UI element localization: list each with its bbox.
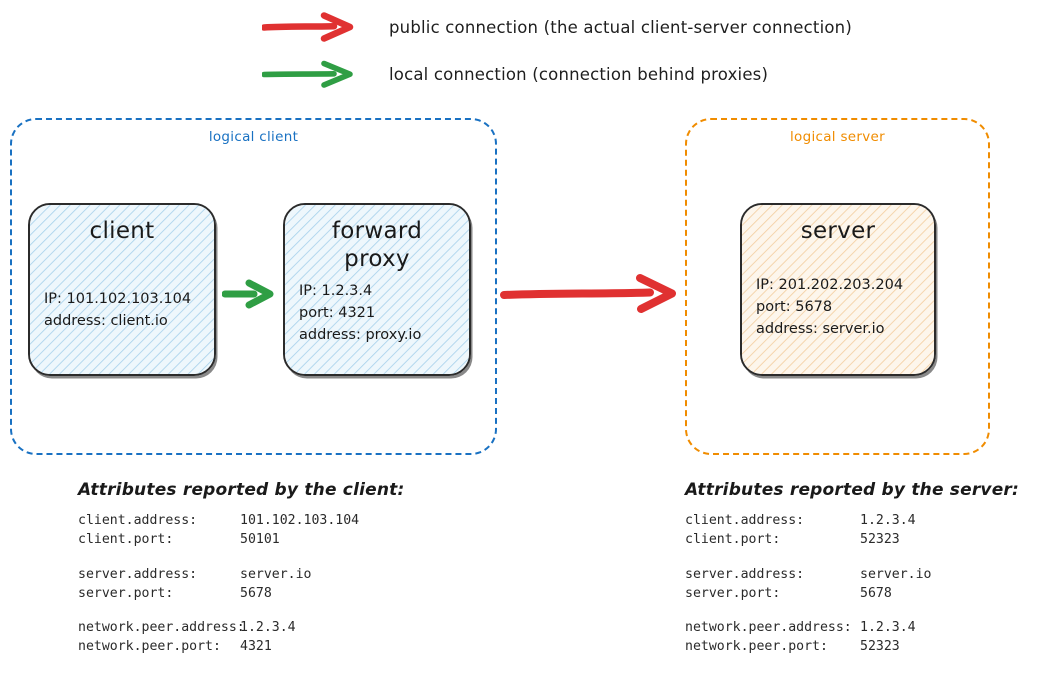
table-row: server.address: server.io <box>78 565 404 584</box>
table-row: client.port: 52323 <box>685 530 1019 549</box>
node-client-address: address: client.io <box>44 312 168 329</box>
attr-value: 1.2.3.4 <box>240 620 296 636</box>
node-server-title: server <box>800 218 876 244</box>
table-row: client.address: 1.2.3.4 <box>685 511 1019 530</box>
node-client-title: client <box>89 218 155 244</box>
red-arrow-icon <box>262 12 354 42</box>
row-spacer <box>78 603 404 618</box>
attr-value: 50101 <box>240 532 280 548</box>
server-hatch-fill <box>742 205 934 374</box>
attr-key: server.address: <box>78 566 198 582</box>
legend-label-public-connection: public connection (the actual client-ser… <box>389 17 852 37</box>
table-row: client.port: 50101 <box>78 530 404 549</box>
server-attributes-rows: client.address: 1.2.3.4 client.port: 523… <box>685 511 1019 657</box>
attr-value: 4321 <box>240 639 272 655</box>
node-client-properties: IP: 101.102.103.104 address: client.io <box>44 288 200 364</box>
node-forward-proxy-title-line1: forward <box>331 218 423 244</box>
node-server[interactable]: server IP: 201.202.203.204 port: 5678 ad… <box>740 203 936 376</box>
proxy-hatch-fill <box>285 205 469 374</box>
table-row: network.peer.port: 4321 <box>78 637 404 656</box>
table-row: server.port: 5678 <box>78 584 404 603</box>
attr-key: client.address: <box>685 513 805 528</box>
table-row: network.peer.port: 52323 <box>685 637 1019 656</box>
table-row: client.address: 101.102.103.104 <box>78 511 404 530</box>
logical-server-group: logical server <box>685 118 990 455</box>
attr-key: server.port: <box>78 585 174 601</box>
node-server-ip: IP: 201.202.203.204 <box>756 276 904 293</box>
legend-item-public-connection: public connection (the actual client-ser… <box>262 12 852 42</box>
node-forward-proxy-ip: IP: 1.2.3.4 <box>299 282 373 299</box>
logical-client-label: logical client <box>208 129 299 145</box>
node-forward-proxy-address: address: proxy.io <box>299 326 422 343</box>
attr-key: network.peer.port: <box>685 639 828 655</box>
server-attributes-block: Attributes reported by the server: clien… <box>685 480 1019 657</box>
attr-value: 5678 <box>860 585 892 601</box>
legend-item-local-connection: local connection (connection behind prox… <box>262 59 768 89</box>
green-arrow-icon <box>262 60 353 88</box>
green-arrow-icon-local-connection <box>222 279 274 309</box>
node-server-properties: IP: 201.202.203.204 port: 5678 address: … <box>756 274 920 364</box>
attr-key: network.peer.port: <box>78 639 221 655</box>
row-spacer <box>685 550 1019 565</box>
node-forward-proxy[interactable]: forward proxy IP: 1.2.3.4 port: 4321 add… <box>283 203 471 376</box>
row-spacer <box>78 550 404 565</box>
attr-key: network.peer.address: <box>685 620 852 636</box>
client-attributes-heading: Attributes reported by the client: <box>78 480 405 500</box>
legend-label-local-connection: local connection (connection behind prox… <box>389 64 769 84</box>
table-row: server.address: server.io <box>685 565 1019 584</box>
attr-key: client.port: <box>78 532 174 548</box>
logical-server-label: logical server <box>789 129 885 145</box>
attr-value: 101.102.103.104 <box>240 513 360 528</box>
node-forward-proxy-title-line2: proxy <box>344 246 410 273</box>
attr-value: 52323 <box>860 639 900 655</box>
attr-key: server.port: <box>685 585 781 601</box>
table-row: network.peer.address: 1.2.3.4 <box>78 618 404 637</box>
server-attributes-heading: Attributes reported by the server: <box>685 480 1020 500</box>
node-forward-proxy-properties: IP: 1.2.3.4 port: 4321 address: proxy.io <box>299 280 455 364</box>
row-spacer <box>685 603 1019 618</box>
attr-key: client.address: <box>78 513 198 528</box>
node-forward-proxy-port: port: 4321 <box>299 304 376 321</box>
attr-value: server.io <box>240 566 312 582</box>
node-client[interactable]: client IP: 101.102.103.104 address: clie… <box>28 203 216 376</box>
attr-value: 1.2.3.4 <box>860 620 916 636</box>
node-client-ip: IP: 101.102.103.104 <box>44 290 192 307</box>
client-hatch-fill <box>30 205 214 374</box>
attr-value: 1.2.3.4 <box>860 513 916 528</box>
logical-client-group: logical client <box>10 118 497 455</box>
table-row: network.peer.address: 1.2.3.4 <box>685 618 1019 637</box>
attr-key: network.peer.address: <box>78 620 245 636</box>
attr-value: 5678 <box>240 585 272 601</box>
red-arrow-icon-public-connection <box>500 274 676 313</box>
attr-value: server.io <box>860 566 932 582</box>
node-server-address: address: server.io <box>756 320 885 337</box>
attr-key: server.address: <box>685 566 805 582</box>
node-server-port: port: 5678 <box>756 298 833 315</box>
attr-value: 52323 <box>860 532 900 548</box>
client-attributes-block: Attributes reported by the client: clien… <box>78 480 404 657</box>
attr-key: client.port: <box>685 532 781 548</box>
client-attributes-rows: client.address: 101.102.103.104 client.p… <box>78 511 404 657</box>
table-row: server.port: 5678 <box>685 584 1019 603</box>
